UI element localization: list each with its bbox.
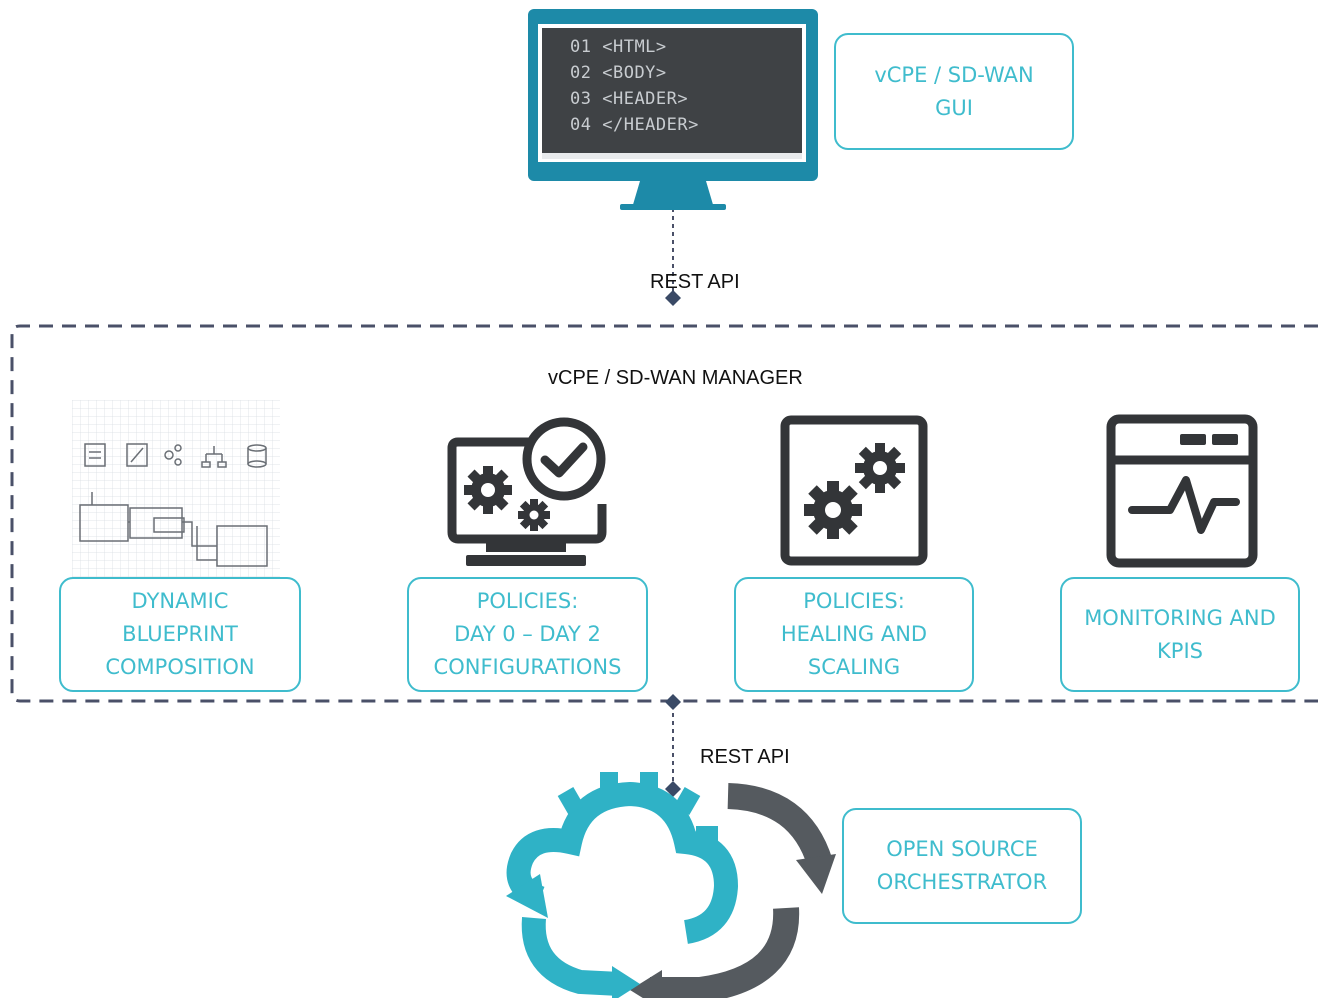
code-line: 02 <BODY> [570, 63, 667, 83]
rest-api-label-bottom: REST API [700, 746, 790, 768]
gui-label-box: vCPE / SD-WAN GUI [834, 33, 1074, 150]
module-box-policies-day0-day2: POLICIES: DAY 0 – DAY 2 CONFIGURATIONS [407, 577, 648, 692]
heartbeat-window-icon [1106, 414, 1258, 568]
module-box-healing-scaling: POLICIES: HEALING AND SCALING [734, 577, 974, 692]
monitor-gears-check-icon [447, 417, 607, 566]
module-box-dynamic-blueprint: DYNAMIC BLUEPRINT COMPOSITION [59, 577, 301, 692]
manager-title: vCPE / SD-WAN MANAGER [548, 367, 803, 389]
connector-diamond-manager-bottom [665, 694, 681, 710]
blueprint-editor-icon [72, 400, 280, 578]
gears-window-icon [780, 415, 928, 566]
code-snippet: 01 <HTML> 02 <BODY> 03 <HEADER> 04 </HEA… [570, 34, 699, 138]
connector-diamond-orchestrator [665, 781, 681, 797]
code-line: 03 <HEADER> [570, 89, 689, 109]
rest-api-label-top: REST API [650, 271, 740, 293]
connector-diamond-manager-top [665, 290, 681, 306]
module-box-monitoring-kpis: MONITORING AND KPIS [1060, 577, 1300, 692]
monitor-icon [528, 9, 818, 210]
manager-frame [10, 324, 1318, 703]
orchestrator-label-box: OPEN SOURCE ORCHESTRATOR [842, 808, 1082, 924]
code-line: 04 </HEADER> [570, 115, 699, 135]
code-line: 01 <HTML> [570, 37, 667, 57]
cloud-gear-cycle-icon [506, 772, 836, 998]
